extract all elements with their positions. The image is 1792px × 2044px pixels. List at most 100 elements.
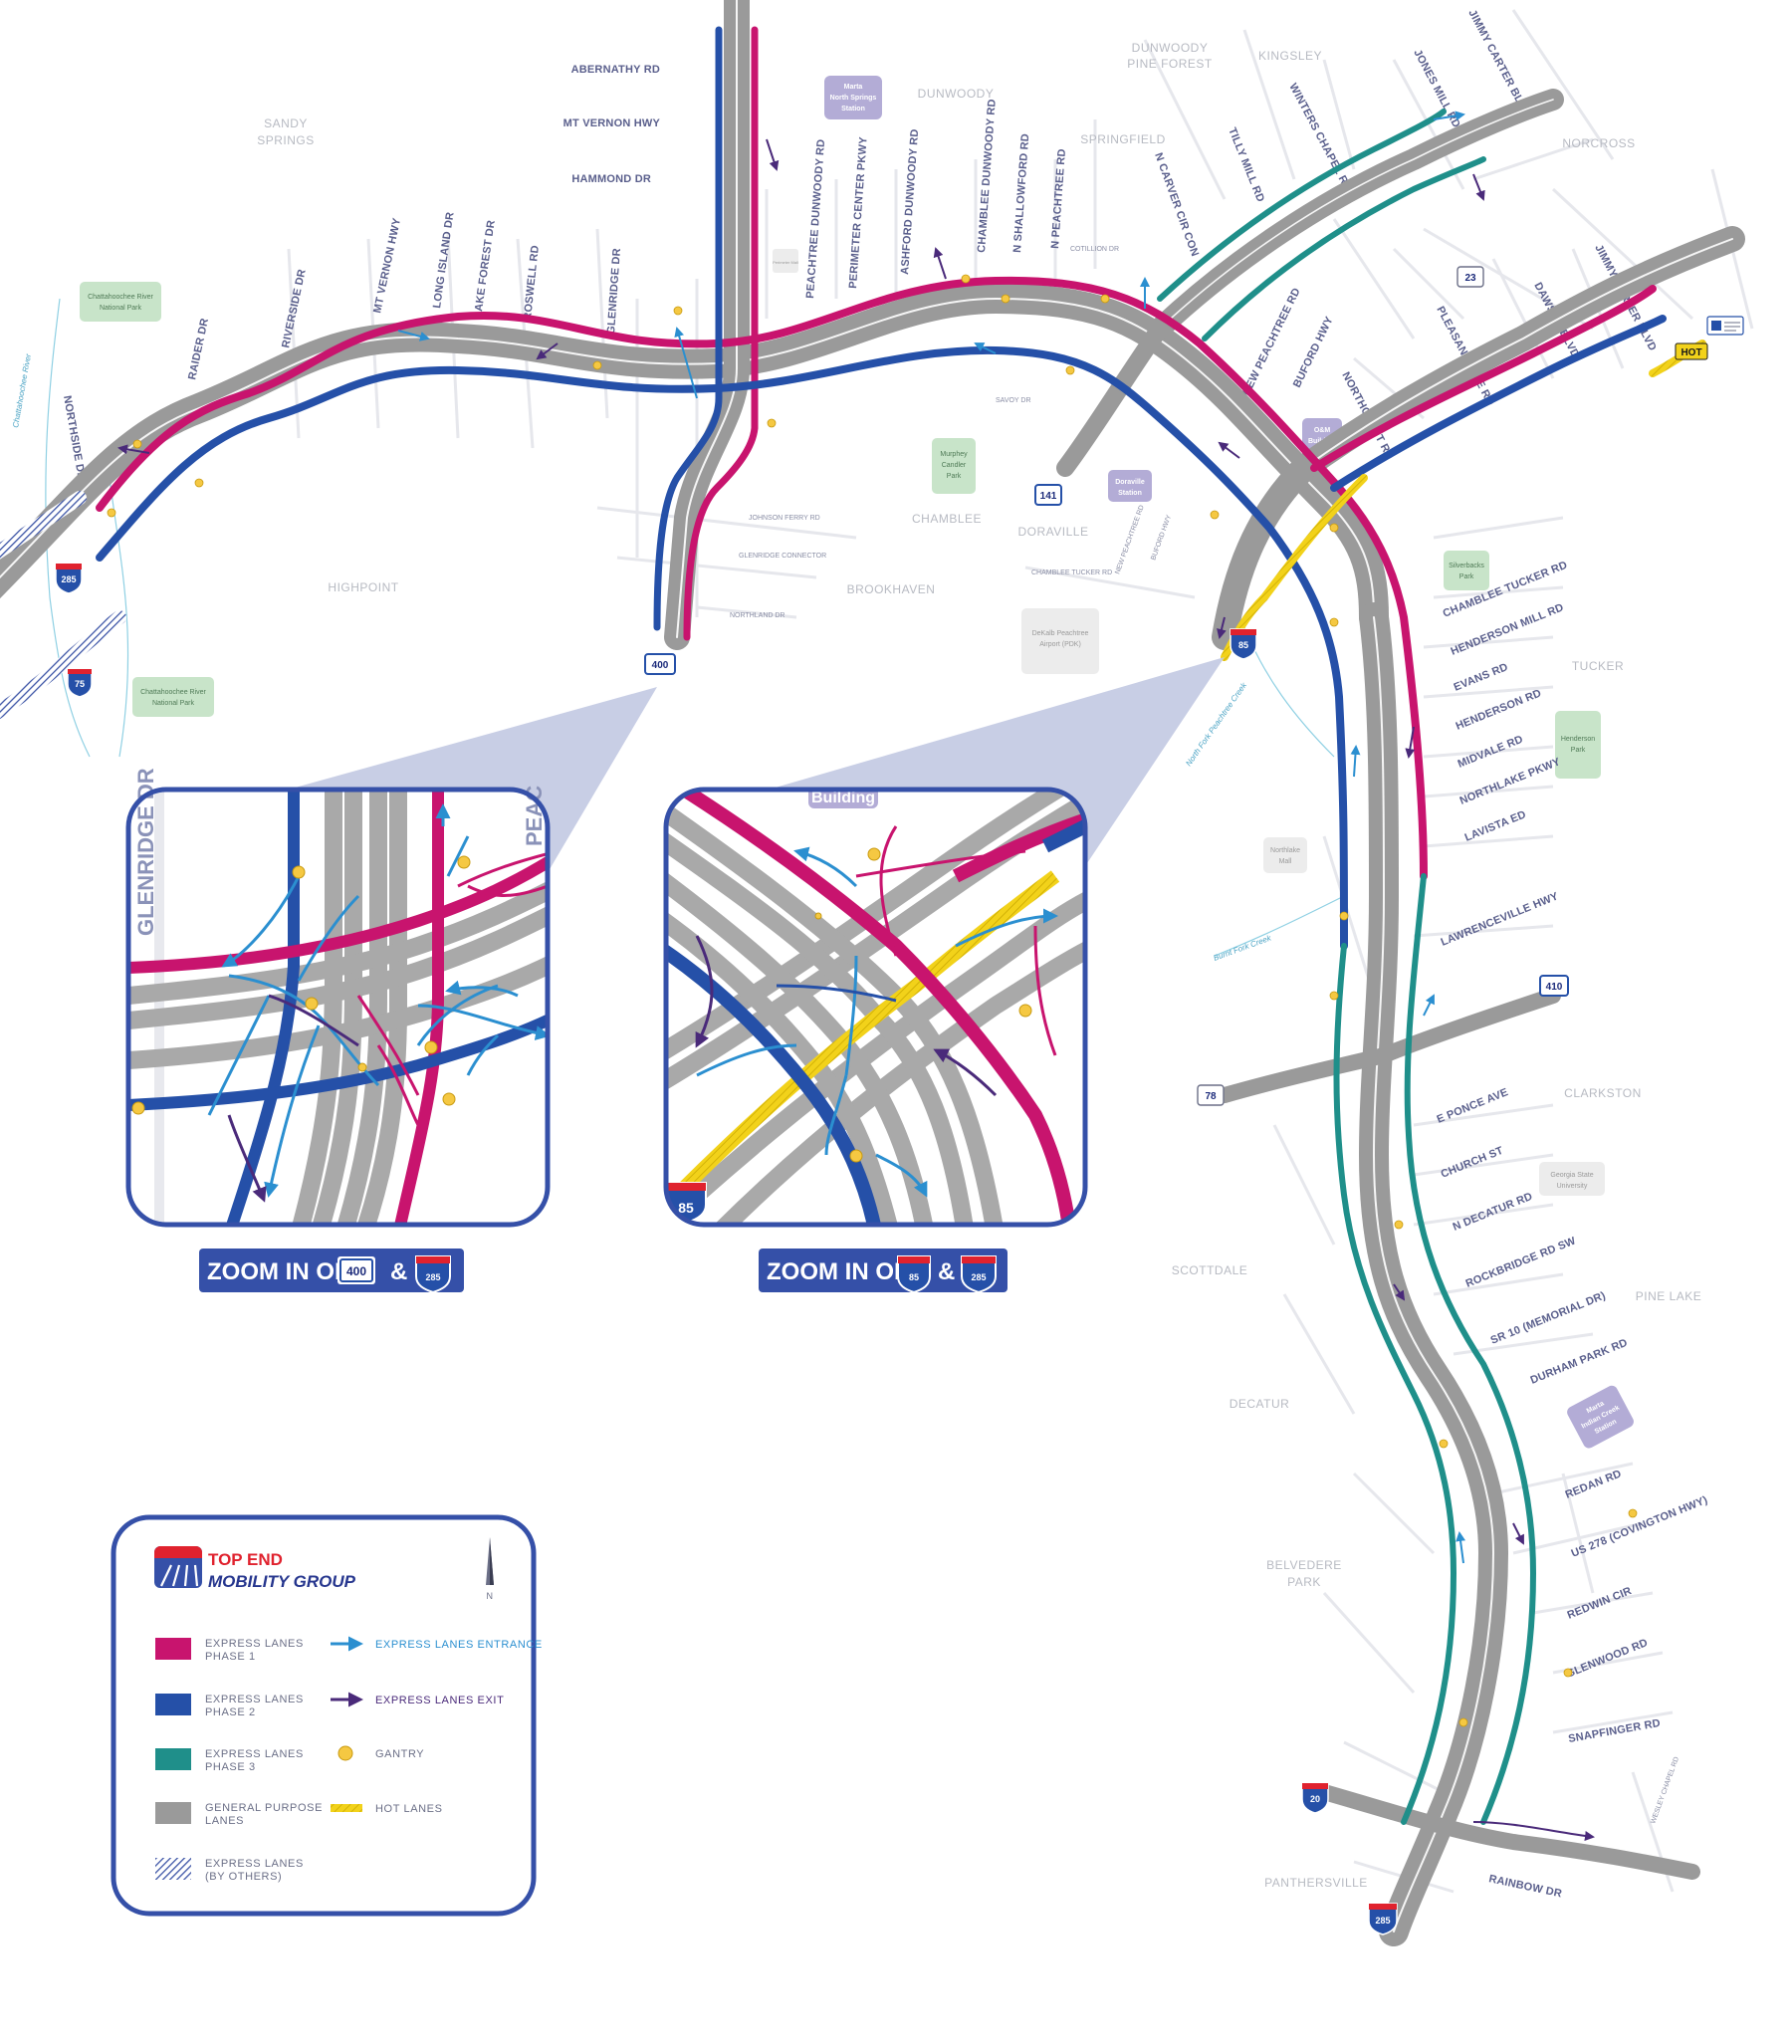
ga400-number: 400 (652, 660, 669, 671)
road-tilly-mill: TILLY MILL RD (1226, 126, 1266, 204)
area-dunwoody-pine-forest: DUNWOODY (1132, 41, 1209, 55)
shields: 285 75 400 141 23 85 410 (55, 266, 1744, 1935)
road-chamblee-dunwoody: CHAMBLEE DUNWOODY RD (976, 99, 999, 253)
area-dunwoody: DUNWOODY (918, 87, 995, 101)
marta-indian-creek-box: Marta Indian Creek Station (1567, 1385, 1634, 1449)
north-arrow-icon: N (486, 1537, 494, 1601)
henderson-park-label-1: Henderson (1561, 736, 1595, 743)
northlake-mall-box: Northlake Mall (1263, 837, 1307, 873)
road-savoy: SAVOY DR (996, 397, 1031, 404)
legend-phase3-l2: PHASE 3 (205, 1761, 256, 1773)
i20-number: 20 (1310, 1794, 1320, 1804)
legend-others-swatch (155, 1858, 191, 1880)
us141-number: 141 (1040, 491, 1057, 502)
murphey-candler-label-3: Park (947, 473, 962, 480)
i410-number: 410 (1546, 982, 1563, 993)
legend-hot: HOT LANES (375, 1803, 443, 1815)
brand-logo-icon (154, 1546, 202, 1588)
hot-sign: HOT (1675, 342, 1708, 360)
chattahoochee-np-top-box: Chattahoochee River National Park (80, 282, 161, 322)
brand-line2: MOBILITY GROUP (208, 1572, 356, 1591)
area-springfield: SPRINGFIELD (1080, 132, 1166, 146)
silverbacks-label-2: Park (1459, 573, 1474, 580)
road-lake-forest: LAKE FOREST DR (472, 219, 498, 319)
doraville-station-label-2: Station (1118, 490, 1142, 497)
perimeter-mall-box: Perimeter Mall (773, 249, 798, 273)
us23-shield: 23 (1456, 266, 1484, 288)
i285-bottom-number: 285 (1375, 1916, 1390, 1926)
marta-north-springs-label-2: North Springs (830, 95, 877, 102)
ga400-shield: 400 (644, 653, 676, 675)
northlake-mall-label-2: Mall (1279, 858, 1292, 865)
northlake-mall-label-1: Northlake (1270, 847, 1300, 854)
road-glenridge-conn: GLENRIDGE CONNECTOR (739, 553, 826, 560)
area-chamblee: CHAMBLEE (912, 512, 982, 526)
chattahoochee-np-bottom-box: Chattahoochee River National Park (132, 677, 214, 717)
zoom1-amp: & (390, 1258, 407, 1285)
road-northside: NORTHSIDE DR (61, 394, 88, 481)
legend-general-swatch (155, 1802, 191, 1824)
i285-shield-bottom: 285 (1368, 1903, 1398, 1935)
zoom2-shield-b: 285 (961, 1255, 997, 1294)
area-scottdale: SCOTTDALE (1172, 1263, 1248, 1277)
area-panthersville: PANTHERSVILLE (1264, 1876, 1368, 1890)
legend-phase3-swatch (155, 1748, 191, 1770)
us23-number: 23 (1464, 273, 1476, 284)
area-belvedere-park-2: PARK (1287, 1575, 1321, 1589)
road-durham-park: DURHAM PARK RD (1529, 1337, 1630, 1387)
zoom2-shield-a: 85 (897, 1255, 931, 1294)
legend-gantry-icon (337, 1745, 353, 1761)
us78-number: 78 (1205, 1091, 1217, 1102)
area-norcross: NORCROSS (1562, 136, 1635, 150)
road-buford-small: BUFORD HWY (1150, 514, 1173, 562)
brand-line1: TOP END (208, 1550, 283, 1569)
road-new-peachtree-small: NEW PEACHTREE RD (1114, 505, 1146, 575)
gantries (107, 274, 1638, 1727)
legend-hot-swatch (331, 1804, 362, 1812)
georgia-state-label-2: University (1557, 1183, 1588, 1190)
road-evans: EVANS RD (1453, 661, 1510, 694)
zoom2-building-label: Building (811, 790, 875, 806)
road-peachtree-dunwoody: PEACHTREE DUNWOODY RD (804, 138, 827, 299)
road-midvale: MIDVALE RD (1456, 734, 1525, 771)
legend-general-l2: LANES (205, 1815, 244, 1827)
dekalb-airport-label-2: Airport (PDK) (1039, 641, 1081, 648)
zoom2-corner-shield-number: 85 (678, 1200, 694, 1216)
i85-shield: 85 (1230, 628, 1257, 660)
road-long-island: LONG ISLAND DR (431, 211, 456, 309)
henderson-park-label-2: Park (1571, 747, 1586, 754)
area-highpoint: HIGHPOINT (328, 580, 398, 594)
dekalb-airport-label-1: DeKalb Peachtree (1032, 630, 1089, 637)
henderson-park-box: Henderson Park (1555, 711, 1601, 779)
road-wesley-chapel: WESLEY CHAPEL RD (1650, 1756, 1680, 1825)
marta-north-springs-box: Marta North Springs Station (824, 76, 882, 119)
dekalb-airport-box: DeKalb Peachtree Airport (PDK) (1021, 608, 1099, 674)
express-lanes (96, 26, 1706, 1825)
area-pine-lake: PINE LAKE (1636, 1289, 1702, 1303)
marta-north-springs-label-1: Marta (844, 84, 863, 91)
road-cotillion: COTILLION DR (1070, 246, 1119, 253)
road-rainbow: RAINBOW DR (1487, 1873, 1563, 1900)
zoom1-shield-b-number: 285 (425, 1272, 440, 1282)
silverbacks-park-box: Silverbacks Park (1444, 551, 1489, 590)
georgia-state-box: Georgia State University (1539, 1162, 1605, 1196)
zoom-panel-85-285: Building 85 (663, 787, 1088, 1228)
i85-number: 85 (1238, 640, 1248, 650)
legend-phase2-swatch (155, 1694, 191, 1715)
road-n-peachtree: N PEACHTREE RD (1049, 148, 1068, 249)
chattahoochee-np-top-label-1: Chattahoochee River (88, 294, 153, 301)
legend-general-l1: GENERAL PURPOSE (205, 1802, 323, 1814)
legend-phase1-l1: EXPRESS LANES (205, 1638, 304, 1650)
murphey-candler-box: Murphey Candler Park (932, 438, 976, 494)
road-mt-vernon-top: MT VERNON HWY (563, 117, 661, 129)
road-raider: RAIDER DR (186, 318, 211, 381)
zoom1-shield-a: 400 (346, 1264, 366, 1278)
us78-shield: 78 (1197, 1084, 1225, 1106)
ramps (117, 111, 1595, 1841)
legend-panel: TOP END MOBILITY GROUP N EXPRESS LANES P… (111, 1514, 542, 1917)
silverbacks-label-1: Silverbacks (1449, 563, 1484, 569)
road-riverside: RIVERSIDE DR (280, 268, 309, 348)
i410-shield: 410 (1539, 975, 1569, 997)
road-hammond: HAMMOND DR (571, 173, 651, 185)
